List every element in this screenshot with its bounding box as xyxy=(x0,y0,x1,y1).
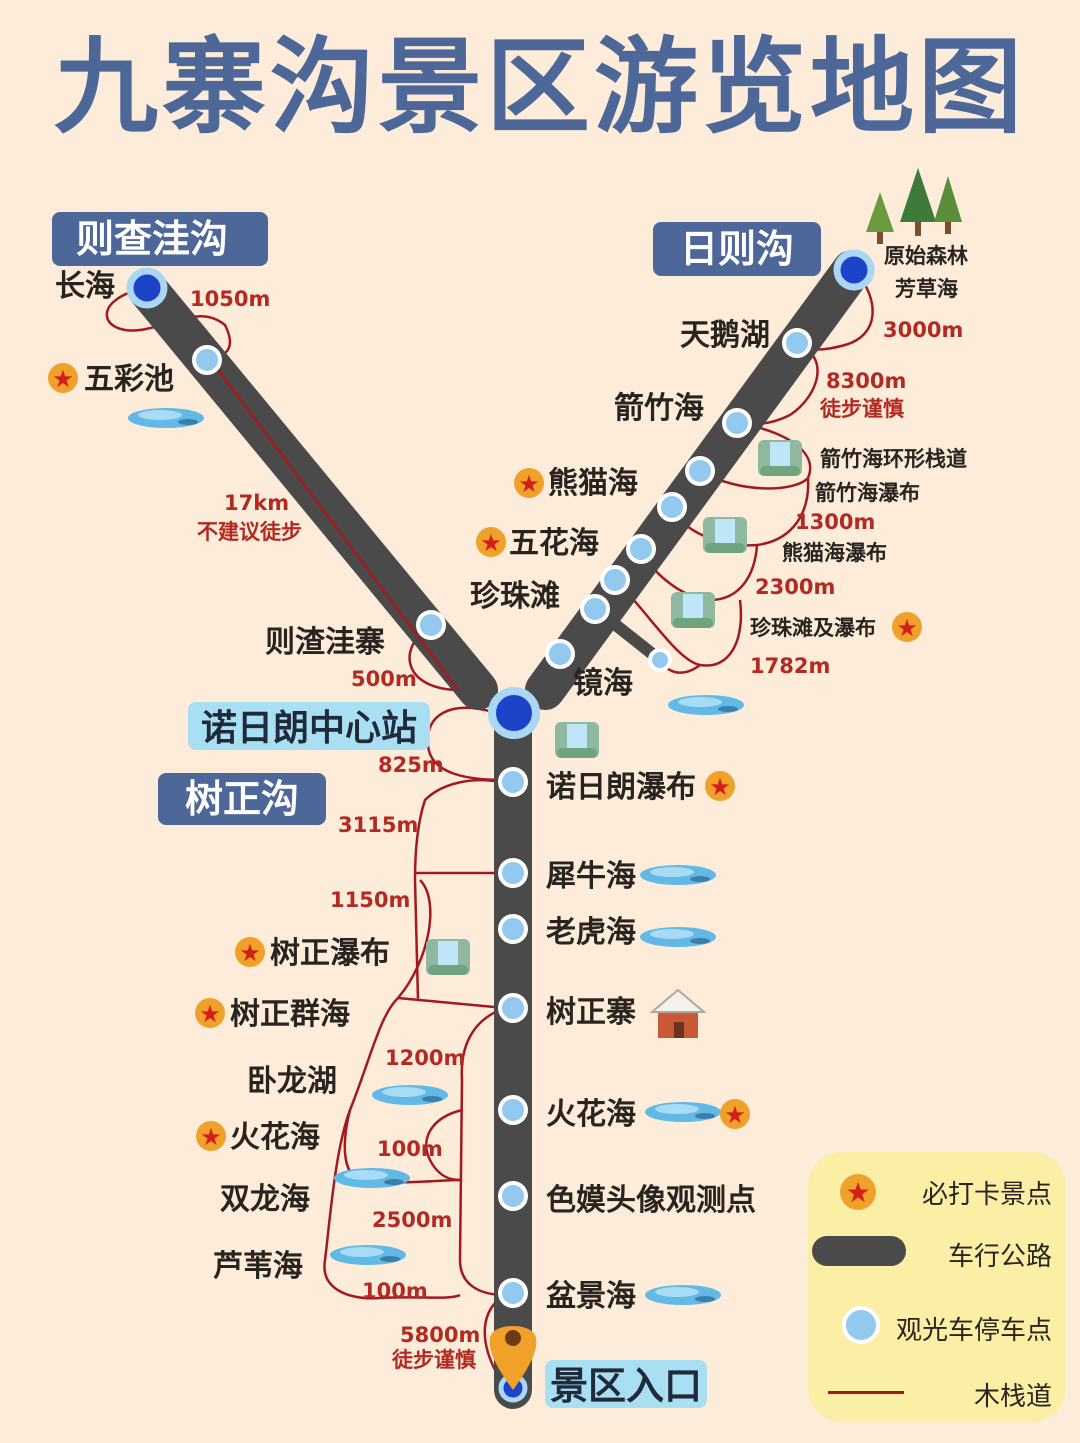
branch-shuzheng-label: 树正沟 xyxy=(185,777,299,821)
forest-label: 芳草海 xyxy=(895,277,958,301)
stop-icon xyxy=(626,534,656,564)
stop-label: 五花海 xyxy=(509,526,599,561)
side-label: 双龙海 xyxy=(220,1182,310,1217)
stop-label: 五彩池 xyxy=(84,362,174,397)
side-label: 珍珠滩及瀑布 xyxy=(750,616,876,640)
stop-icon xyxy=(782,328,812,358)
legend-road: 车行公路 xyxy=(947,1242,1052,1272)
bus-stops xyxy=(192,328,812,1308)
svg-text:★: ★ xyxy=(845,1176,870,1209)
distance-label: 17km xyxy=(224,491,289,515)
stop-icon xyxy=(722,408,752,438)
stop-icon xyxy=(416,610,446,640)
distance-label: 5800m xyxy=(400,1323,480,1347)
distance-label: 1050m xyxy=(190,287,270,311)
legend: ★ 必打卡景点 车行公路 观光车停车点 木栈道 xyxy=(808,1152,1066,1422)
center-station-label: 诺日朗中心站 xyxy=(201,708,417,749)
page-title: 九寨沟景区游览地图 xyxy=(53,26,1026,148)
stop-label: 天鹅湖 xyxy=(680,318,770,353)
stop-icon xyxy=(498,1278,528,1308)
stop-label: 诺日朗瀑布 xyxy=(546,770,696,805)
distance-label: 1150m xyxy=(330,888,410,912)
stop-icon xyxy=(192,345,222,375)
stop-label: 珍珠滩 xyxy=(470,579,560,614)
stop-label: 则渣洼寨 xyxy=(265,625,385,660)
stop-label: 犀牛海 xyxy=(546,859,636,894)
legend-bus-stop: 观光车停车点 xyxy=(895,1316,1052,1346)
stop-icon xyxy=(657,492,687,522)
roads xyxy=(128,250,872,1409)
distance-label: 徒步谨慎 xyxy=(819,397,904,421)
stop-label: 老虎海 xyxy=(546,915,636,950)
side-label: 箭竹海环形栈道 xyxy=(820,447,967,471)
stop-label: 火花海 xyxy=(546,1097,636,1132)
distance-label: 1300m xyxy=(795,510,875,534)
distance-label: 3115m xyxy=(338,813,418,837)
stop-label: 盆景海 xyxy=(546,1279,636,1314)
distance-label: 2300m xyxy=(755,575,835,599)
stop-icon xyxy=(600,565,630,595)
side-label: 箭竹海瀑布 xyxy=(815,481,920,505)
forest-icon xyxy=(866,168,962,244)
stop-icon xyxy=(498,993,528,1023)
road-swatch xyxy=(812,1236,906,1266)
distance-label: 不建议徒步 xyxy=(197,520,302,544)
stop-label: 镜海 xyxy=(573,666,633,701)
stop-label: 长海 xyxy=(55,269,115,304)
legend-boardwalk: 木栈道 xyxy=(973,1382,1052,1412)
distance-label: 500m xyxy=(351,667,417,691)
stop-icon xyxy=(498,858,528,888)
stop-label: 树正寨 xyxy=(546,995,636,1030)
distance-label: 100m xyxy=(377,1137,443,1161)
terminal-stop-icon xyxy=(126,267,168,309)
stop-icon xyxy=(498,1095,528,1125)
stop-icon xyxy=(498,1181,528,1211)
hub-stop-icon xyxy=(488,687,540,739)
branch-rize-label: 日则沟 xyxy=(680,227,794,271)
distance-label: 1782m xyxy=(750,654,830,678)
side-label: 树正瀑布 xyxy=(270,936,390,971)
house-icon xyxy=(649,988,707,1038)
distance-label: 徒步谨慎 xyxy=(391,1348,476,1372)
branch-zechawa-label: 则查洼沟 xyxy=(76,217,228,261)
stop-label: 色嫫头像观测点 xyxy=(546,1183,756,1218)
distance-label: 2500m xyxy=(372,1208,452,1232)
boardwalk-swatch xyxy=(828,1391,904,1394)
distance-label: 1200m xyxy=(385,1046,465,1070)
distance-label: 8300m xyxy=(826,369,906,393)
entrance-label: 景区入口 xyxy=(550,1364,702,1408)
side-label: 树正群海 xyxy=(230,997,350,1032)
side-label: 火花海 xyxy=(230,1120,320,1155)
distance-label: 100m xyxy=(362,1279,428,1303)
star-icon: ★ xyxy=(840,1174,876,1210)
legend-must-see: 必打卡景点 xyxy=(921,1180,1052,1210)
stop-icon xyxy=(580,594,610,624)
stop-icon xyxy=(648,648,672,672)
side-label: 卧龙湖 xyxy=(247,1064,337,1099)
side-label: 芦苇海 xyxy=(213,1249,303,1284)
distance-label: 825m xyxy=(378,753,444,777)
side-label: 熊猫海瀑布 xyxy=(782,541,887,565)
stop-label: 熊猫海 xyxy=(548,466,638,501)
bus-stop-icon xyxy=(842,1306,880,1344)
stop-icon xyxy=(685,456,715,486)
stop-icon xyxy=(498,914,528,944)
stop-label: 箭竹海 xyxy=(614,391,704,426)
stop-icon xyxy=(498,767,528,797)
stop-icon xyxy=(545,639,575,669)
distance-label: 3000m xyxy=(883,318,963,342)
terminal-stop-icon xyxy=(833,249,875,291)
forest-label: 原始森林 xyxy=(884,244,968,268)
location-pin-icon xyxy=(489,1326,537,1403)
